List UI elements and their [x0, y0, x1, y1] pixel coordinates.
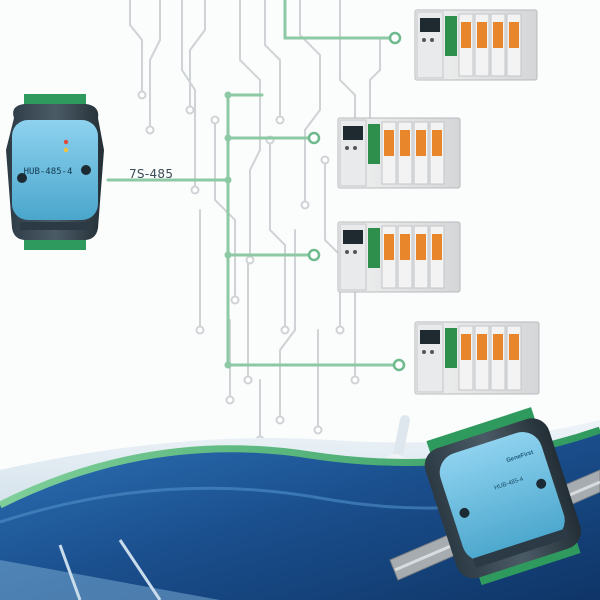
- rs485-bus-label: 7S-485: [129, 167, 174, 181]
- circuit-nodes: [137, 90, 375, 445]
- hub-model-label: HUB-485-4: [23, 167, 73, 177]
- plc-rack: [414, 9, 538, 81]
- hub-device-photo: [424, 407, 581, 586]
- bus-junction-nodes: [224, 91, 232, 369]
- circuit-traces: [129, 0, 381, 441]
- plc-rack-1: [414, 9, 538, 81]
- plc-rack-4: [414, 321, 540, 395]
- plc-rack-2: [337, 117, 461, 189]
- plc-rack-3: [337, 221, 461, 293]
- hub-device-illustration: [6, 94, 104, 250]
- rs485-bus: [106, 0, 397, 367]
- bus-endpoint-rings: [307, 31, 406, 372]
